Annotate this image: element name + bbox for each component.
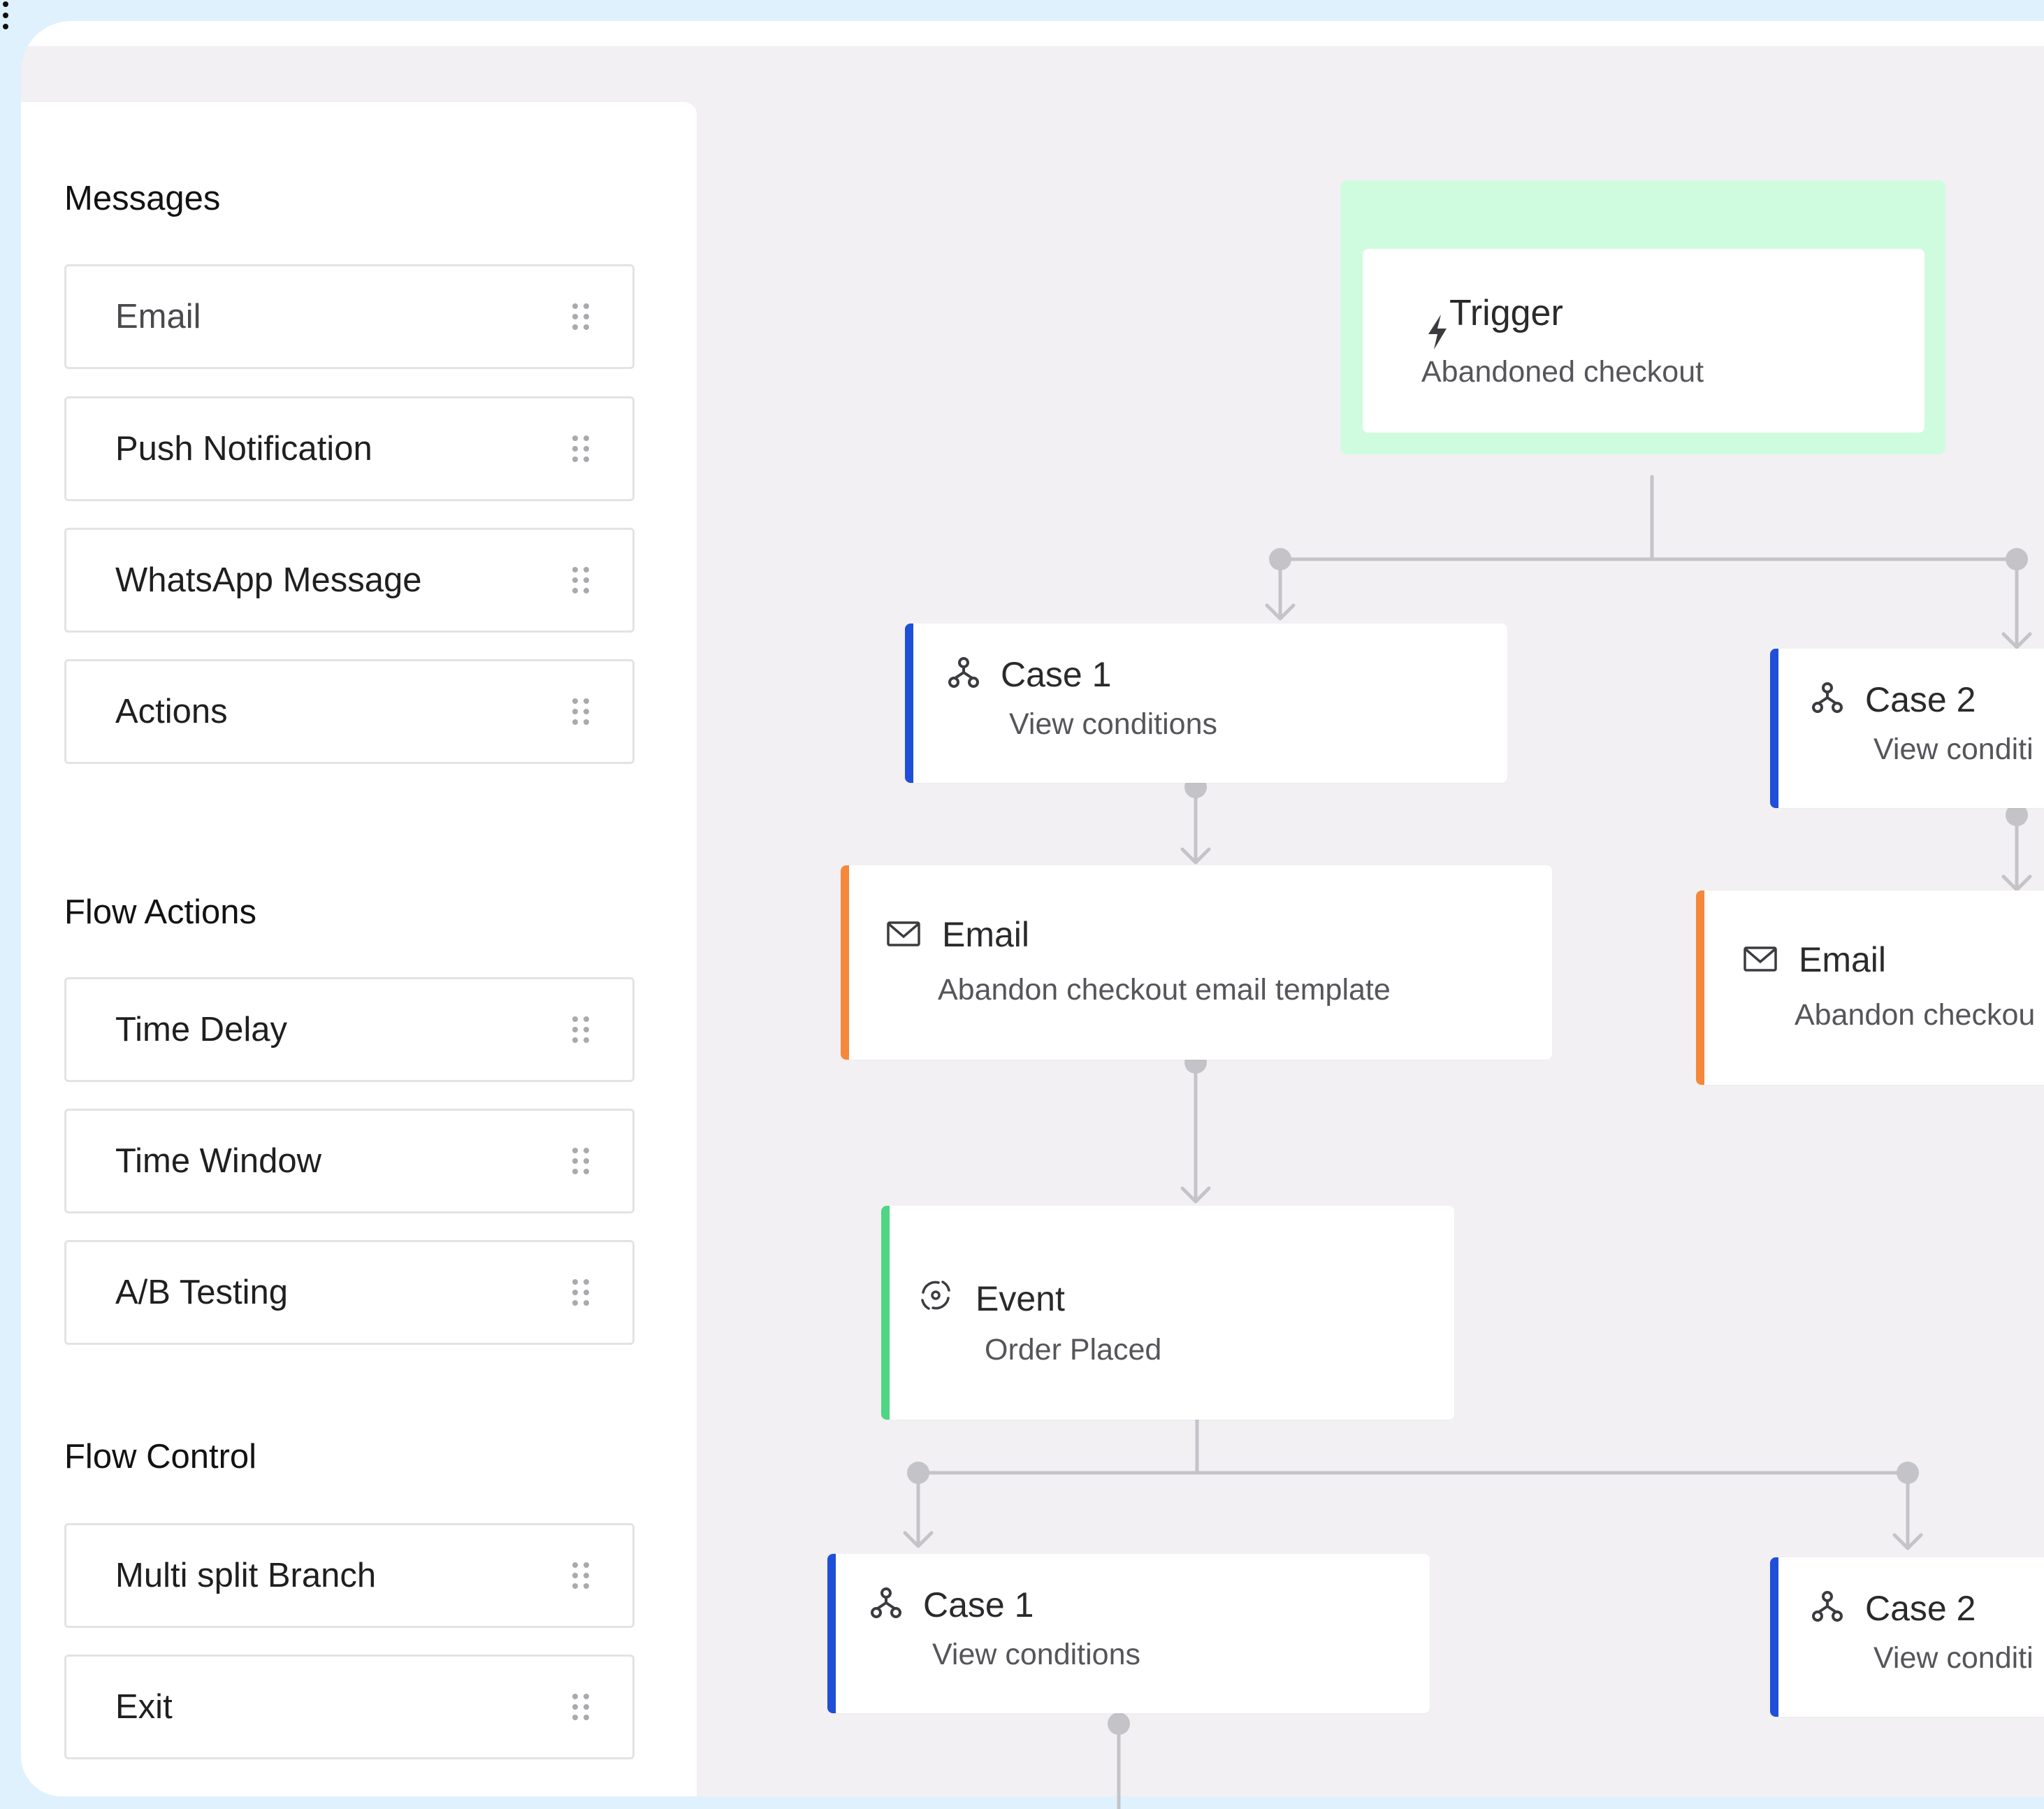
- palette-item-label: Email: [115, 298, 201, 336]
- node-subtitle: Abandon checkout email template: [938, 973, 1391, 1007]
- event-node[interactable]: Event Order Placed: [881, 1206, 1454, 1420]
- palette-item-email[interactable]: Email: [64, 264, 635, 369]
- top-band: [21, 21, 2044, 46]
- node-subtitle[interactable]: View conditi: [1873, 733, 2034, 766]
- palette-item-push-notification[interactable]: Push Notification: [64, 396, 635, 501]
- node-subtitle: Abandon checkou: [1795, 998, 2036, 1032]
- drag-handle-icon[interactable]: [571, 1015, 590, 1044]
- accent-bar: [881, 1206, 890, 1420]
- branch-icon: [1812, 1591, 1843, 1622]
- palette-item-label: Actions: [115, 693, 228, 730]
- node-title: Case 1: [1001, 655, 1112, 694]
- palette-item-time-window[interactable]: Time Window: [64, 1109, 635, 1213]
- node-subtitle: Order Placed: [985, 1333, 1162, 1367]
- palette-item-exit[interactable]: Exit: [64, 1655, 635, 1759]
- trigger-subtitle: Abandoned checkout: [1421, 355, 1704, 389]
- event-icon: [921, 1281, 950, 1310]
- more-options-icon[interactable]: [0, 0, 11, 31]
- case-2-node[interactable]: Case 2 View conditi: [1770, 1557, 2044, 1717]
- lightning-icon: [1428, 315, 1447, 349]
- drag-handle-icon[interactable]: [571, 1146, 590, 1176]
- node-subtitle[interactable]: View conditions: [1009, 707, 1217, 741]
- section-title-flow-actions: Flow Actions: [64, 893, 257, 931]
- node-title: Email: [942, 915, 1030, 954]
- node-title: Email: [1799, 940, 1887, 979]
- case-2-node[interactable]: Case 2 View conditi: [1770, 649, 2044, 808]
- drag-handle-icon[interactable]: [571, 1278, 590, 1307]
- drag-handle-icon[interactable]: [571, 1561, 590, 1590]
- email-node[interactable]: Email Abandon checkout email template: [841, 865, 1552, 1060]
- trigger-title: Trigger: [1449, 293, 1563, 333]
- palette-item-label: Time Window: [115, 1142, 321, 1180]
- palette-item-label: Exit: [115, 1688, 173, 1726]
- sidebar-palette: Messages Email Push Notification WhatsAp…: [21, 102, 697, 1796]
- branch-icon: [948, 657, 979, 688]
- accent-bar: [1770, 1557, 1778, 1717]
- palette-item-label: WhatsApp Message: [115, 561, 422, 599]
- accent-bar: [827, 1554, 836, 1713]
- palette-item-label: Push Notification: [115, 430, 372, 468]
- palette-item-label: Multi split Branch: [115, 1557, 377, 1594]
- palette-item-ab-testing[interactable]: A/B Testing: [64, 1240, 635, 1345]
- drag-handle-icon[interactable]: [571, 1692, 590, 1722]
- case-1-node[interactable]: Case 1 View conditions: [827, 1554, 1430, 1713]
- branch-icon: [1812, 682, 1843, 713]
- node-title: Case 2: [1865, 1589, 1976, 1628]
- palette-item-label: Time Delay: [115, 1011, 287, 1048]
- palette-item-whatsapp-message[interactable]: WhatsApp Message: [64, 528, 635, 633]
- accent-bar: [841, 865, 849, 1060]
- node-subtitle[interactable]: View conditi: [1873, 1641, 2034, 1675]
- palette-item-actions[interactable]: Actions: [64, 659, 635, 764]
- node-title: Case 1: [923, 1585, 1034, 1624]
- envelope-icon: [1744, 946, 1777, 972]
- drag-handle-icon[interactable]: [571, 434, 590, 463]
- accent-bar: [1696, 891, 1704, 1085]
- drag-handle-icon[interactable]: [571, 697, 590, 726]
- case-1-node[interactable]: Case 1 View conditions: [905, 624, 1507, 783]
- section-title-messages: Messages: [64, 180, 221, 217]
- drag-handle-icon[interactable]: [571, 302, 590, 331]
- branch-icon: [871, 1587, 901, 1618]
- section-title-flow-control: Flow Control: [64, 1438, 257, 1476]
- envelope-icon: [887, 921, 920, 946]
- palette-item-time-delay[interactable]: Time Delay: [64, 977, 635, 1082]
- accent-bar: [905, 624, 913, 783]
- email-node[interactable]: Email Abandon checkou: [1696, 891, 2044, 1085]
- trigger-card[interactable]: Trigger Abandoned checkout: [1363, 249, 1925, 433]
- node-subtitle[interactable]: View conditions: [932, 1638, 1140, 1671]
- drag-handle-icon[interactable]: [571, 565, 590, 595]
- accent-bar: [1770, 649, 1778, 808]
- node-title: Event: [976, 1279, 1065, 1318]
- palette-item-multi-split-branch[interactable]: Multi split Branch: [64, 1523, 635, 1628]
- node-title: Case 2: [1865, 680, 1976, 719]
- palette-item-label: A/B Testing: [115, 1274, 288, 1311]
